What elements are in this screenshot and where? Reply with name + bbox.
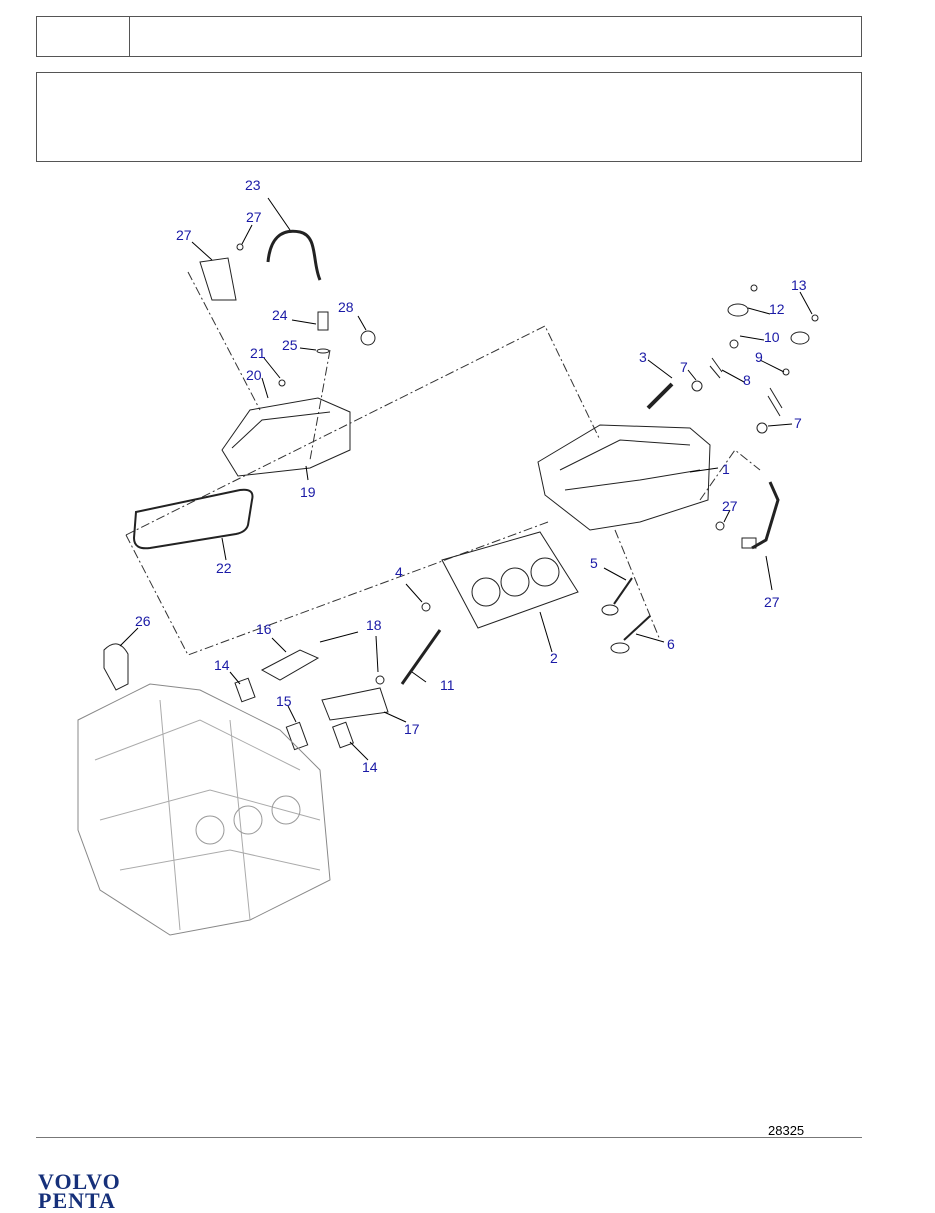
valve-cover-part (221, 397, 351, 477)
bolt-part (236, 243, 244, 251)
callout-6: 6 (667, 636, 675, 652)
callout-2: 2 (550, 650, 558, 666)
callout-7: 7 (794, 415, 802, 431)
callout-13: 13 (791, 277, 807, 293)
callout-10: 10 (764, 329, 780, 345)
callout-15: 15 (276, 693, 292, 709)
engine-bore (271, 795, 301, 825)
rocker-arm-part (321, 687, 389, 721)
header-table-row (36, 16, 862, 57)
callout-19: 19 (300, 484, 316, 500)
pushrod-part (400, 629, 442, 685)
head-bolt-part (646, 382, 674, 410)
part-drawings (77, 197, 819, 936)
bolt-part (278, 379, 286, 387)
callout-27: 27 (176, 227, 192, 243)
cylinder-head-detail (559, 439, 701, 491)
gasket-bore (471, 577, 501, 607)
callout-26: 26 (135, 613, 151, 629)
header-description-box (36, 72, 862, 162)
rocker-part (790, 331, 810, 345)
callout-7: 7 (680, 359, 688, 375)
assembly-line-valve (614, 529, 661, 641)
callout-27: 27 (246, 209, 262, 225)
callout-12: 12 (769, 301, 785, 317)
callout-3: 3 (639, 349, 647, 365)
footer-divider (36, 1137, 862, 1138)
sensor-part (317, 311, 329, 331)
callout-5: 5 (590, 555, 598, 571)
header-left-cell (37, 17, 130, 56)
spring-part (767, 387, 783, 417)
callout-leaders (119, 197, 813, 761)
rocker-arm-part (260, 649, 320, 681)
logo-line-1: VOLVO (38, 1169, 121, 1194)
rocker-part (727, 303, 749, 317)
assembly-line-cover-to-head (125, 325, 601, 536)
head-gasket-part (441, 531, 579, 629)
engine-block-part (77, 683, 331, 936)
callout-28: 28 (338, 299, 354, 315)
bolt-part (750, 284, 758, 292)
callout-9: 9 (755, 349, 763, 365)
bolt-part (811, 314, 819, 322)
assembly-line-sensor (309, 349, 331, 461)
bracket-part (199, 257, 237, 301)
o-ring-part (316, 348, 330, 354)
sensor-lead-part (751, 481, 780, 550)
lifter-part (332, 721, 354, 749)
callout-24: 24 (272, 307, 288, 323)
seal-part (756, 422, 768, 434)
valve-cover-detail (231, 411, 331, 449)
logo-line-2: PENTA (38, 1188, 116, 1213)
valve-stem-part (613, 577, 633, 605)
drawing-number: 28325 (768, 1123, 805, 1138)
callout-20: 20 (246, 367, 262, 383)
sensor-part (741, 537, 757, 549)
assembly-line-cover-bracket (187, 271, 261, 411)
callout-8: 8 (743, 372, 751, 388)
bolt-part (715, 521, 725, 531)
plug-part (360, 330, 376, 346)
gasket-part (132, 488, 254, 550)
callout-17: 17 (404, 721, 420, 737)
idler-part (103, 643, 129, 691)
lifter-part (285, 721, 309, 751)
callout-22: 22 (216, 560, 232, 576)
callout-27: 27 (764, 594, 780, 610)
gasket-bore (530, 557, 560, 587)
engine-bore (195, 815, 225, 845)
callout-25: 25 (282, 337, 298, 353)
callout-27: 27 (722, 498, 738, 514)
callout-16: 16 (256, 621, 272, 637)
seal-part (691, 380, 703, 392)
engine-bore (233, 805, 263, 835)
callout-21: 21 (250, 345, 266, 361)
bolt-part (375, 675, 385, 685)
volvo-penta-logo: VOLVO PENTA (38, 1169, 121, 1213)
callout-23: 23 (245, 177, 261, 193)
callout-1: 1 (722, 461, 730, 477)
valve-stem-part (623, 615, 651, 641)
callout-14: 14 (214, 657, 230, 673)
lifter-part (234, 677, 256, 703)
callout-18: 18 (366, 617, 382, 633)
hose-part (266, 229, 322, 281)
callout-14: 14 (362, 759, 378, 775)
valve-head-part (610, 642, 630, 654)
dowel-part (421, 602, 431, 612)
assembly-line-head-to-valve (699, 449, 761, 501)
spring-part (709, 357, 723, 379)
valve-head-part (601, 604, 619, 616)
callout-11: 11 (440, 677, 455, 693)
gasket-bore (500, 567, 530, 597)
engine-block-detail (94, 699, 321, 931)
keeper-part (729, 339, 739, 349)
callout-4: 4 (395, 564, 403, 580)
cylinder-head-part (537, 424, 711, 531)
